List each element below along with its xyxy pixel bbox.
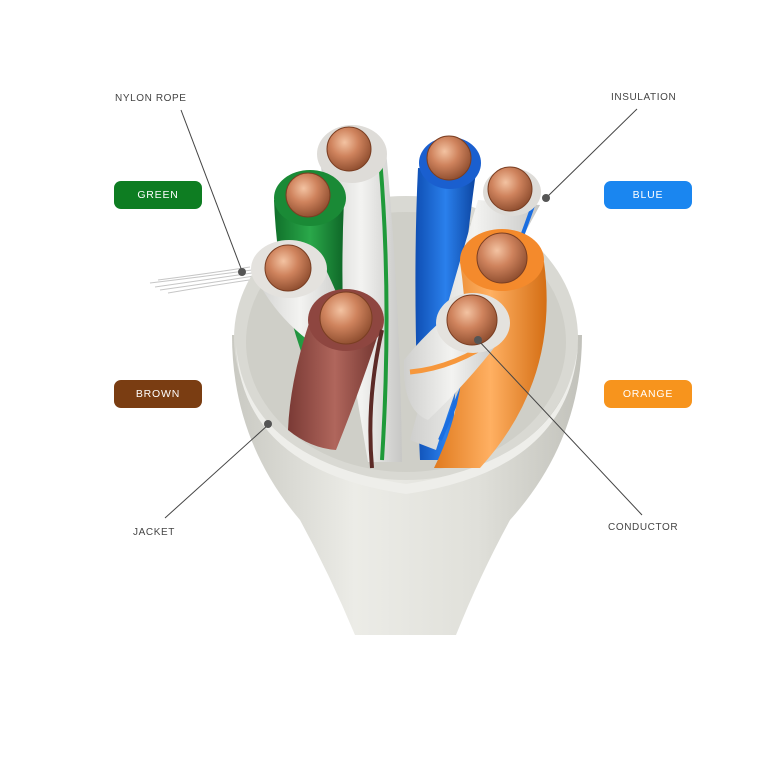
insulation-label: INSULATION — [611, 92, 677, 103]
orange-pill: ORANGE — [604, 380, 692, 408]
jacket-label: JACKET — [133, 527, 175, 538]
brown-pill: BROWN — [114, 380, 202, 408]
nylon-rope-label: NYLON ROPE — [115, 93, 187, 104]
conductor-label: CONDUCTOR — [608, 522, 679, 533]
leader-dots — [238, 194, 550, 428]
blue-pill: BLUE — [604, 181, 692, 209]
leader-lines — [164, 108, 643, 519]
green-pill: GREEN — [114, 181, 202, 209]
copper-conductors — [264, 126, 533, 346]
